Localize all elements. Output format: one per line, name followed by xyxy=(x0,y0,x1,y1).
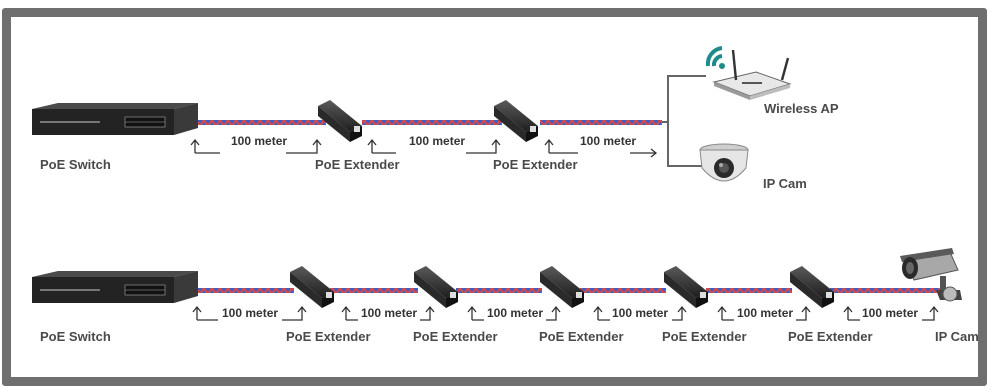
segment-label: 100 meter xyxy=(612,306,669,320)
bottom-cable xyxy=(198,288,942,293)
endpoint-label: IP Cam xyxy=(935,329,979,344)
extender-label: PoE Extender xyxy=(539,329,624,344)
poe-switch-icon xyxy=(32,271,198,303)
diagram-frame xyxy=(2,8,987,386)
poe-switch-icon xyxy=(32,103,198,135)
poe-extender-icon xyxy=(494,100,538,142)
segment-label: 100 meter xyxy=(361,306,418,320)
endpoint-label: IP Cam xyxy=(763,176,807,191)
top-cable xyxy=(198,75,706,167)
extender-label: PoE Extender xyxy=(286,329,371,344)
poe-extender-icon xyxy=(790,266,834,308)
extender-label: PoE Extender xyxy=(788,329,873,344)
bullet-camera-icon xyxy=(900,248,962,302)
extender-label: PoE Extender xyxy=(493,157,578,172)
poe-extender-icon xyxy=(540,266,584,308)
segment-label: 100 meter xyxy=(409,134,466,148)
bottom-bracket xyxy=(192,305,939,321)
endpoint-label: Wireless AP xyxy=(764,101,839,116)
switch-label: PoE Switch xyxy=(40,157,111,172)
segment-label: 100 meter xyxy=(737,306,794,320)
wireless-ap-icon xyxy=(705,46,792,100)
poe-extender-icon xyxy=(290,266,334,308)
extender-label: PoE Extender xyxy=(413,329,498,344)
segment-label: 100 meter xyxy=(862,306,919,320)
segment-label: 100 meter xyxy=(231,134,288,148)
segment-label: 100 meter xyxy=(487,306,544,320)
poe-extender-icon xyxy=(664,266,708,308)
poe-extender-icon xyxy=(414,266,458,308)
segment-label: 100 meter xyxy=(580,134,637,148)
poe-extender-icon xyxy=(318,100,362,142)
segment-label: 100 meter xyxy=(222,306,279,320)
top-bracket xyxy=(190,138,658,158)
extender-label: PoE Extender xyxy=(662,329,747,344)
extender-label: PoE Extender xyxy=(315,157,400,172)
switch-label: PoE Switch xyxy=(40,329,111,344)
dome-camera-icon xyxy=(699,143,749,182)
